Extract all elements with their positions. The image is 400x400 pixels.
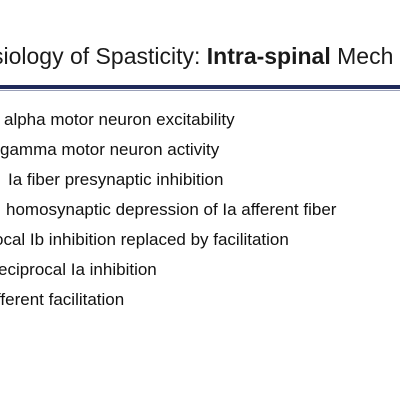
title-underline-thin bbox=[0, 90, 400, 91]
title-text-end: Mech bbox=[330, 43, 394, 69]
bullet-item: Ia fiber presynaptic inhibition bbox=[8, 170, 224, 189]
title-text-start: siology of Spasticity: bbox=[0, 43, 207, 69]
title-underline bbox=[0, 85, 400, 89]
bullet-item: homosynaptic depression of Ia afferent f… bbox=[6, 200, 337, 219]
bullet-item: fferent facilitation bbox=[0, 290, 125, 309]
title-bold-text: Intra-spinal bbox=[206, 43, 331, 69]
bullet-item: gamma motor neuron activity bbox=[0, 140, 220, 159]
slide-title: siology of Spasticity: Intra-spinal Mech bbox=[0, 40, 393, 72]
bullet-item: alpha motor neuron excitability bbox=[4, 110, 235, 129]
bullet-item: ocal Ib inhibition replaced by facilitat… bbox=[0, 230, 289, 249]
bullet-item: eciprocal Ia inhibition bbox=[0, 260, 157, 279]
